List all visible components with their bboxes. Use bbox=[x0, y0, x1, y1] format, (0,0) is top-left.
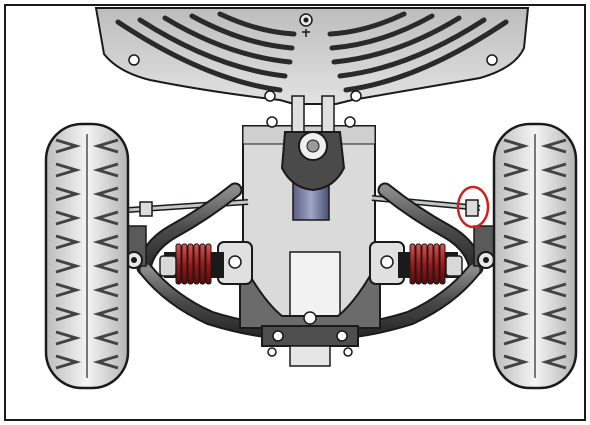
hub-assembly-right bbox=[473, 225, 497, 269]
grease-fitting-icon bbox=[299, 13, 313, 37]
deck-bolts bbox=[128, 54, 498, 102]
deck-plate bbox=[94, 7, 530, 105]
steering-knuckle-housing bbox=[266, 116, 356, 192]
spring-bracket-left bbox=[217, 241, 253, 285]
wheel-right bbox=[492, 122, 578, 390]
tie-rod-end-right bbox=[465, 199, 479, 217]
lower-clamp bbox=[289, 345, 331, 367]
tread-pattern-right bbox=[503, 134, 567, 378]
coil-spring-right bbox=[398, 243, 463, 285]
wheel-left bbox=[44, 122, 130, 390]
spring-bracket-right bbox=[369, 241, 405, 285]
deck-ribs bbox=[115, 11, 509, 93]
drawing-border bbox=[4, 4, 586, 421]
coil-spring-left bbox=[159, 243, 224, 285]
hub-assembly-left bbox=[123, 225, 147, 269]
callout-circle-icon bbox=[456, 185, 490, 229]
lower-bracket bbox=[239, 257, 381, 367]
steering-column bbox=[291, 95, 335, 141]
tie-rod-end-left bbox=[139, 201, 153, 217]
tread-pattern-left bbox=[55, 134, 119, 378]
